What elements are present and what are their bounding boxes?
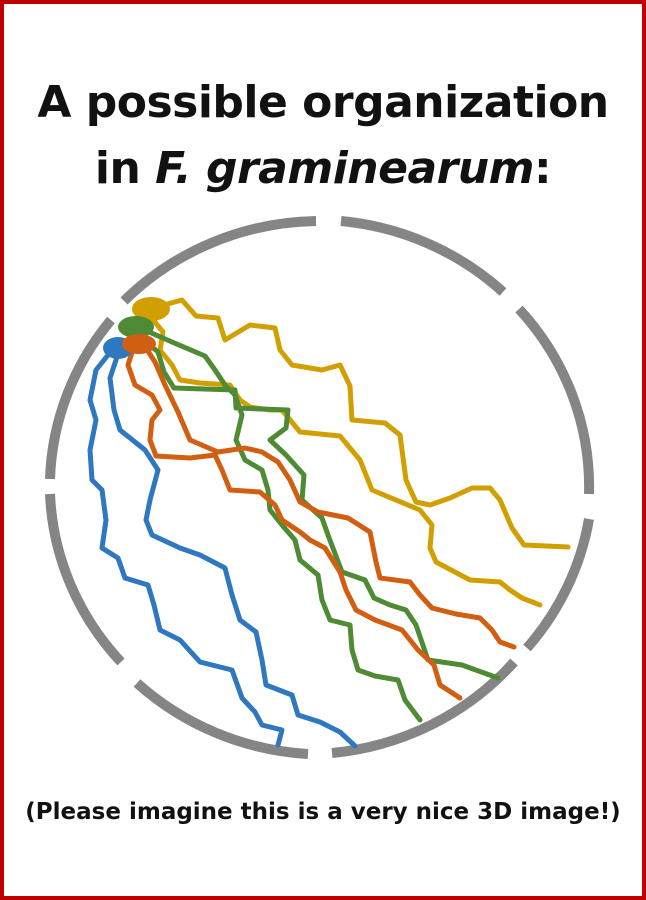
figure-caption: (Please imagine this is a very nice 3D i… xyxy=(20,795,626,829)
chromosome-yellow-arm xyxy=(160,300,568,547)
envelope-segment xyxy=(50,320,111,479)
centromere-orange xyxy=(122,334,156,354)
nuclear-envelope xyxy=(50,221,589,754)
chromosomes xyxy=(90,300,568,746)
envelope-segment xyxy=(527,519,589,648)
chromosome-orange-arm xyxy=(128,343,460,698)
envelope-segment xyxy=(124,221,316,301)
envelope-segment xyxy=(341,221,503,292)
chromosome-green-arm xyxy=(138,335,498,678)
envelope-segment xyxy=(50,494,121,662)
envelope-segment xyxy=(519,309,589,494)
